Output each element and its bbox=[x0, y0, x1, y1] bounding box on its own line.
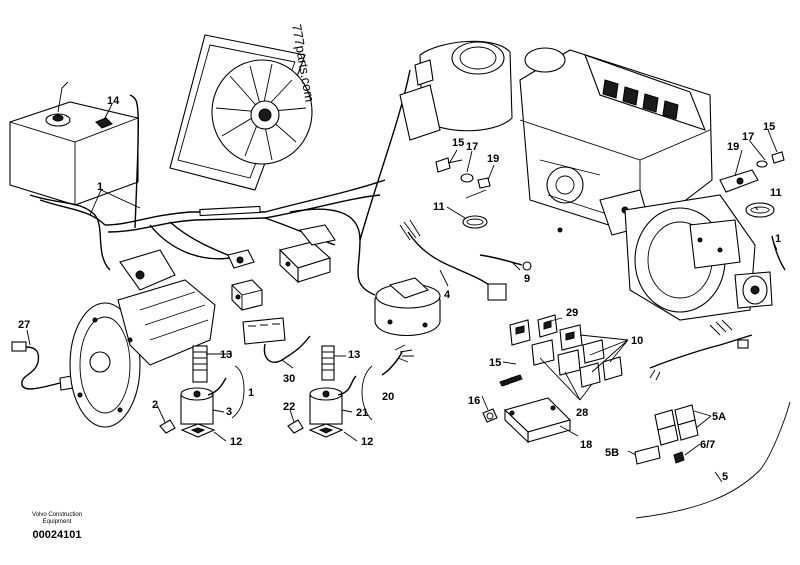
hydraulic-pump-right bbox=[624, 194, 773, 321]
callout-18: 18 bbox=[580, 439, 592, 451]
callout-30: 30 bbox=[283, 373, 295, 385]
callout-2: 2 bbox=[152, 399, 158, 411]
callout-19-center: 19 bbox=[487, 153, 499, 165]
callout-21: 21 bbox=[356, 407, 368, 419]
brace-group-1 bbox=[231, 365, 245, 419]
radiator-fan bbox=[169, 34, 313, 191]
hydraulic-pump-left bbox=[69, 249, 216, 428]
callout-15-bracket: 15 bbox=[489, 357, 501, 369]
air-cleaner bbox=[399, 40, 513, 141]
callout-13-right: 13 bbox=[348, 349, 360, 361]
callout-5a: 5A bbox=[712, 411, 726, 423]
brace-5 bbox=[635, 401, 791, 519]
cable-20 bbox=[381, 344, 414, 376]
leader-lines bbox=[26, 103, 778, 456]
harness-connector-30 bbox=[242, 317, 311, 363]
callout-20: 20 bbox=[382, 391, 394, 403]
brand-line-2: Equipment bbox=[42, 519, 72, 525]
fuel-level-sensor bbox=[95, 117, 113, 129]
callout-1-right: 1 bbox=[775, 233, 781, 245]
callout-1-group: 1 bbox=[248, 387, 254, 399]
main-wiring-harness bbox=[29, 69, 411, 296]
relay-set bbox=[509, 314, 623, 388]
relay-block bbox=[278, 224, 336, 284]
callout-11-center: 11 bbox=[433, 201, 445, 213]
callout-6-7: 6/7 bbox=[700, 439, 715, 451]
callout-22: 22 bbox=[283, 401, 295, 413]
brace-5-tick bbox=[714, 471, 723, 483]
callout-3: 3 bbox=[226, 406, 232, 418]
callout-5b: 5B bbox=[605, 447, 619, 459]
fuel-tank bbox=[9, 81, 139, 206]
callout-11-right: 11 bbox=[770, 187, 782, 199]
speed-sensor-cable bbox=[11, 341, 74, 391]
brand-line-1: Volvo Construction bbox=[31, 512, 83, 518]
callout-29: 29 bbox=[566, 307, 578, 319]
callout-14: 14 bbox=[107, 95, 120, 107]
mounting-bracket-18 bbox=[482, 374, 572, 444]
callout-15-right: 15 bbox=[763, 121, 775, 133]
sensor-housing bbox=[374, 277, 441, 337]
callout-5: 5 bbox=[722, 471, 728, 483]
document-code: 00024101 bbox=[32, 529, 82, 541]
callout-19-right: 19 bbox=[727, 141, 739, 153]
callout-4: 4 bbox=[444, 289, 451, 301]
callout-16: 16 bbox=[468, 395, 480, 407]
callout-10: 10 bbox=[631, 335, 643, 347]
solenoid-valve-left bbox=[159, 345, 227, 438]
solenoid-valve-right bbox=[287, 345, 357, 438]
brace-group-20 bbox=[361, 365, 373, 421]
callout-15-center: 15 bbox=[452, 137, 464, 149]
callout-labels: 14 1 27 13 30 13 1 2 3 12 22 21 20 12 15… bbox=[18, 95, 782, 483]
callout-1-harness: 1 bbox=[97, 181, 103, 193]
callout-17-right: 17 bbox=[742, 131, 754, 143]
callout-17-center: 17 bbox=[466, 141, 478, 153]
harness-right bbox=[649, 319, 753, 381]
callout-28: 28 bbox=[576, 407, 588, 419]
bolt-washer-clip-right bbox=[719, 151, 786, 271]
harness-4 bbox=[399, 219, 507, 301]
ground-cable-9 bbox=[479, 254, 532, 271]
callout-9: 9 bbox=[524, 273, 530, 285]
callout-12-right: 12 bbox=[361, 436, 373, 448]
callout-12-left: 12 bbox=[230, 436, 242, 448]
callout-13-left: 13 bbox=[220, 349, 232, 361]
footer-block: Volvo Construction Equipment 00024101 bbox=[22, 512, 92, 541]
callout-27: 27 bbox=[18, 319, 30, 331]
fuse-block bbox=[634, 404, 699, 465]
bolt-washer-clip-center bbox=[435, 157, 491, 229]
connector-block bbox=[227, 249, 263, 311]
